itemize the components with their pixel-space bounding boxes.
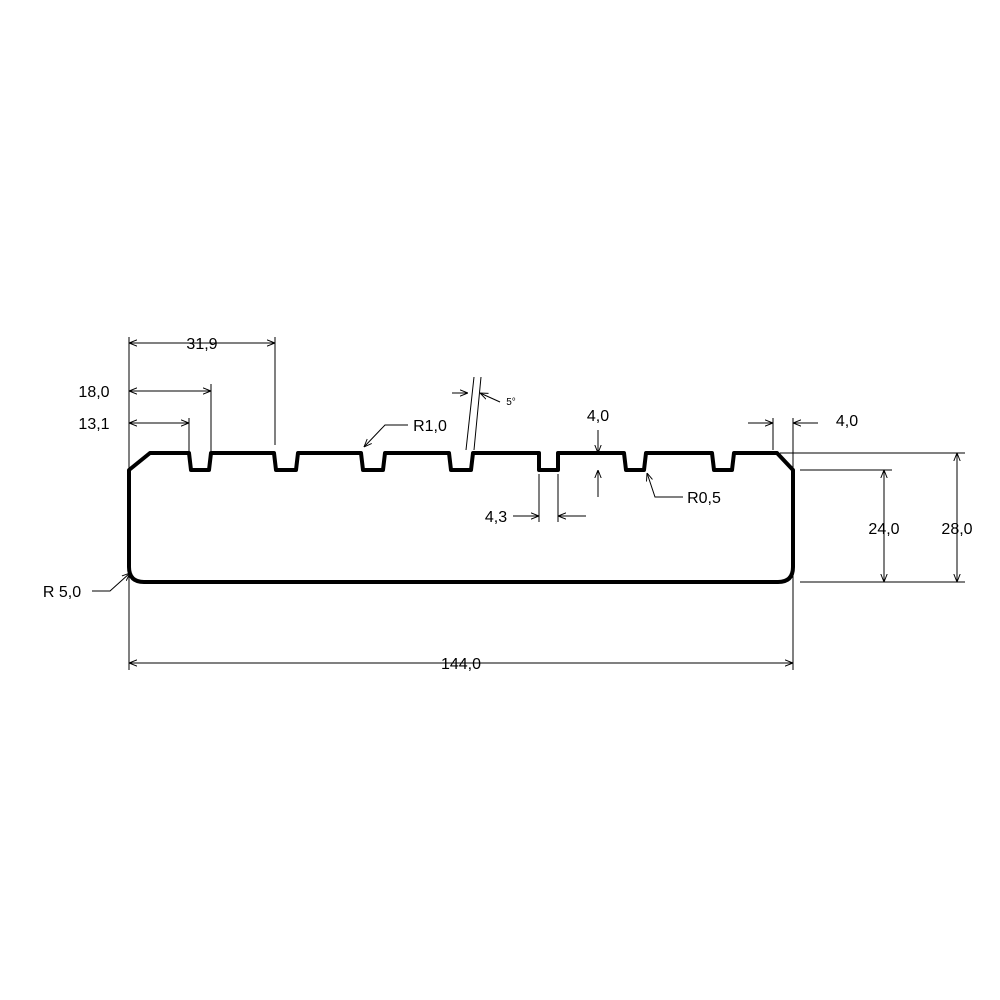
- label-144-0: 144,0: [441, 656, 481, 673]
- dimension-lines: [92, 343, 957, 663]
- label-r-5-0: R 5,0: [43, 584, 81, 601]
- label-r-0-5: R0,5: [687, 490, 721, 507]
- label-angle-5: 5°: [506, 397, 516, 408]
- label-4-0-chamfer: 4,0: [836, 413, 858, 430]
- label-r-1-0: R1,0: [413, 418, 447, 435]
- label-18-0: 18,0: [78, 384, 109, 401]
- board-profile-outline: [127, 451, 795, 584]
- label-4-0-groove-depth: 4,0: [587, 408, 609, 425]
- label-13-1: 13,1: [78, 416, 109, 433]
- label-28-0: 28,0: [941, 521, 972, 538]
- label-24-0: 24,0: [868, 521, 899, 538]
- extension-lines: [128, 337, 965, 670]
- label-31-9: 31,9: [186, 336, 217, 353]
- label-4-3: 4,3: [485, 509, 507, 526]
